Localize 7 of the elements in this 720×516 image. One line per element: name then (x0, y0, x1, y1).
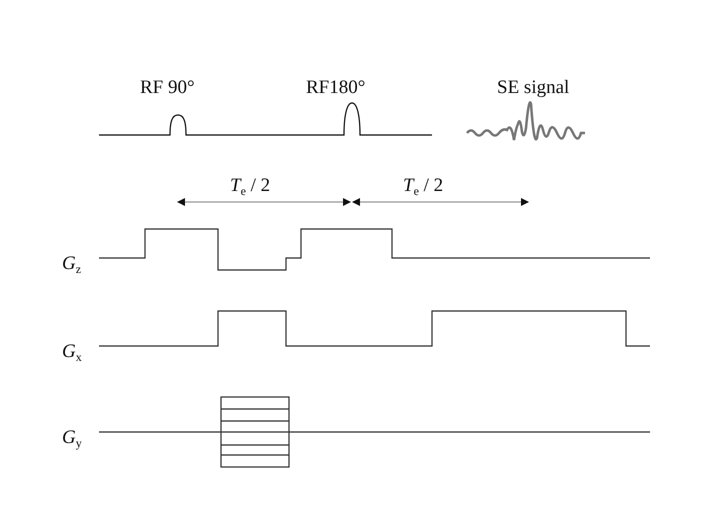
signal-label: SE signal (497, 78, 570, 97)
pulse-label: RF 90° (140, 78, 195, 97)
interval-label: T$_{e}$ / 2 (403, 176, 444, 195)
pulse-label: RF180° (306, 78, 366, 97)
axis-label: G$_{x}$ (62, 342, 82, 361)
interval-label: T$_{e}$ / 2 (230, 176, 270, 195)
axis-label: G$_{z}$ (62, 254, 82, 273)
